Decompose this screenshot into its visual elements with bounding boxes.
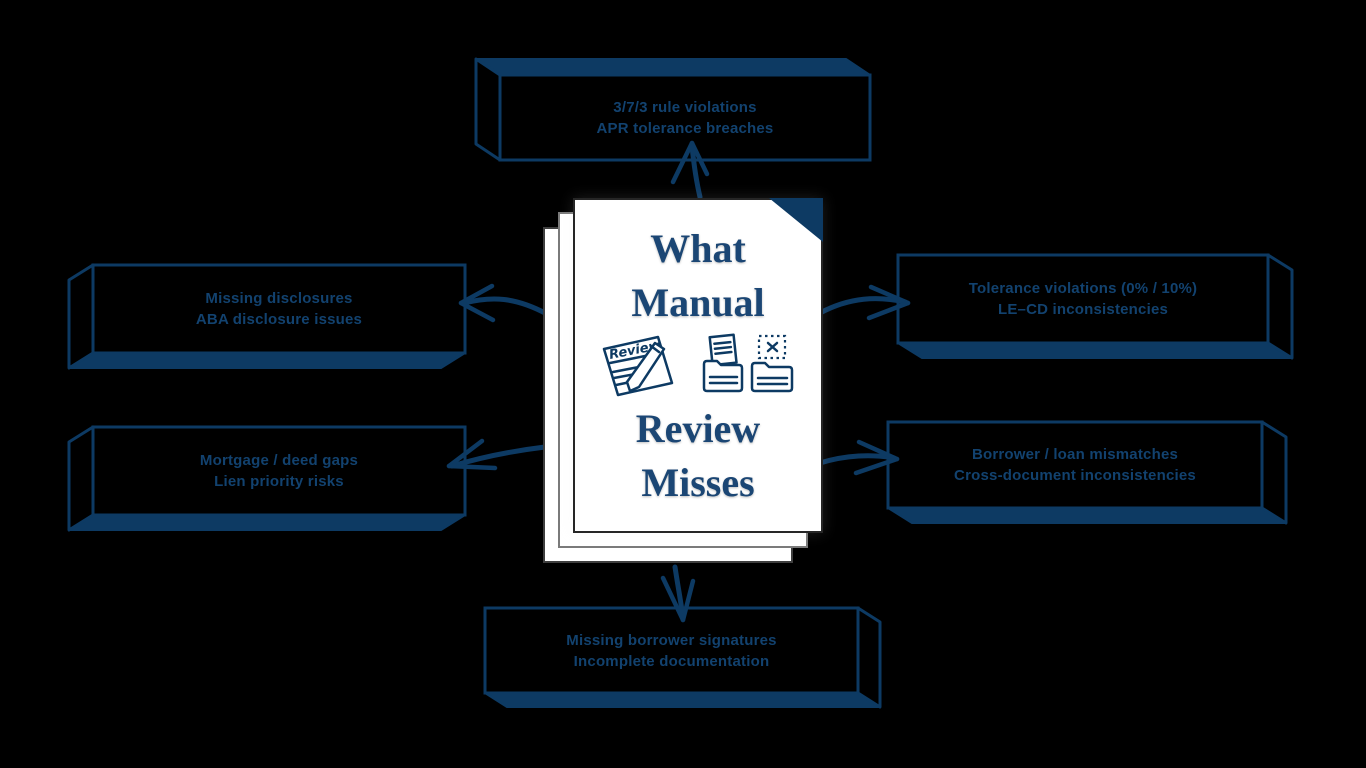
- box-right-face: [1260, 420, 1288, 525]
- arrowhead-stroke: [670, 140, 695, 185]
- node-box-right-lower: [886, 420, 1288, 525]
- arrowhead-stroke: [458, 283, 495, 306]
- arrow-to-top: [670, 140, 710, 200]
- pencil-band: [649, 344, 661, 353]
- document-line: [714, 350, 733, 355]
- box-front-face: [91, 263, 467, 355]
- node-box-left-upper: [67, 263, 467, 370]
- node-text-line: Tolerance violations (0% / 10%): [968, 280, 1198, 297]
- node-text-line: APR tolerance breaches: [596, 119, 774, 137]
- arrowhead-stroke: [853, 456, 900, 476]
- node-box-top: [474, 57, 872, 162]
- arrow-to-right-upper: [817, 284, 911, 321]
- box-front-face: [91, 425, 467, 517]
- arrow-to-right-lower: [817, 439, 900, 476]
- arrow-tail: [461, 296, 550, 317]
- box-left-face: [67, 425, 95, 532]
- arrowhead-stroke: [660, 575, 686, 623]
- node-label-bottom: Missing borrower signatures Incomplete d…: [485, 608, 858, 693]
- arrowhead-stroke: [856, 439, 900, 462]
- arrowhead-stroke: [868, 284, 911, 306]
- arrow-to-bottom: [660, 564, 696, 623]
- node-text-line: Mortgage / deed gaps: [199, 452, 359, 469]
- node-label-left-lower: Mortgage / deed gaps Lien priority risks: [93, 427, 465, 515]
- arrowhead-stroke: [458, 300, 496, 323]
- box-right-face: [856, 606, 882, 709]
- box-front-face: [483, 606, 860, 695]
- folded-corner: [769, 198, 823, 242]
- document-folders-icon: [702, 332, 794, 392]
- arrowhead-stroke: [689, 140, 710, 177]
- note-underline: [608, 354, 647, 364]
- doc-title-line: What: [650, 225, 746, 271]
- arrow-to-left-upper: [458, 283, 550, 323]
- node-text-line: Borrower / loan mismatches: [971, 446, 1179, 463]
- node-text-line: Cross-document inconsistencies: [954, 467, 1196, 484]
- document-line: [713, 340, 732, 345]
- x-mark: [766, 341, 779, 352]
- arrowhead-stroke: [446, 438, 485, 469]
- arrowhead-stroke: [680, 578, 696, 623]
- document-line: [713, 345, 733, 350]
- arrow-to-left-lower: [446, 438, 548, 471]
- node-box-bottom: [483, 606, 882, 709]
- node-label-right-upper: Tolerance violations (0% / 10%) LE–CD in…: [898, 255, 1268, 343]
- node-text-line: Missing borrower signatures: [566, 631, 777, 649]
- node-box-left-lower: [67, 425, 467, 532]
- arrowhead-stroke: [446, 463, 498, 471]
- node-label-right-lower: Borrower / loan mismatches Cross-documen…: [888, 422, 1262, 508]
- node-label-left-upper: Missing disclosures ABA disclosure issue…: [93, 265, 465, 353]
- arrow-tail: [449, 444, 548, 469]
- node-text-line: 3/7/3 rule violations: [613, 98, 757, 116]
- node-text-line: Lien priority risks: [214, 473, 344, 490]
- dotted-removed-document: [757, 334, 787, 359]
- paper-sheet-front: What Manual Review: [573, 198, 823, 533]
- node-text-line: Missing disclosures: [205, 290, 353, 307]
- node-text-line: Incomplete documentation: [573, 652, 770, 670]
- pencil: [625, 341, 666, 392]
- doc-title-line: Misses: [641, 459, 755, 505]
- box-front-face: [886, 420, 1264, 510]
- box-right-face: [1266, 253, 1294, 360]
- box-bottom-face: [68, 352, 466, 369]
- doc-title-line: Review: [635, 405, 761, 451]
- box-bottom-face: [484, 692, 881, 708]
- review-note-pencil-icon: Review: [602, 335, 674, 396]
- box-bottom-face: [887, 507, 1287, 524]
- doc-icons-row: Review: [598, 332, 798, 398]
- arrowhead-stroke: [866, 300, 911, 321]
- node-text-line: ABA disclosure issues: [195, 311, 363, 328]
- node-label-top: 3/7/3 rule violations APR tolerance brea…: [500, 75, 870, 160]
- box-left-face: [474, 57, 502, 162]
- node-text-line: LE–CD inconsistencies: [997, 301, 1169, 318]
- box-bottom-face: [68, 514, 466, 531]
- box-left-face: [67, 263, 95, 370]
- box-bottom-face: [897, 342, 1293, 359]
- arrow-tail: [689, 143, 703, 200]
- box-top-face: [475, 58, 871, 76]
- doc-title-line: Manual: [631, 279, 765, 325]
